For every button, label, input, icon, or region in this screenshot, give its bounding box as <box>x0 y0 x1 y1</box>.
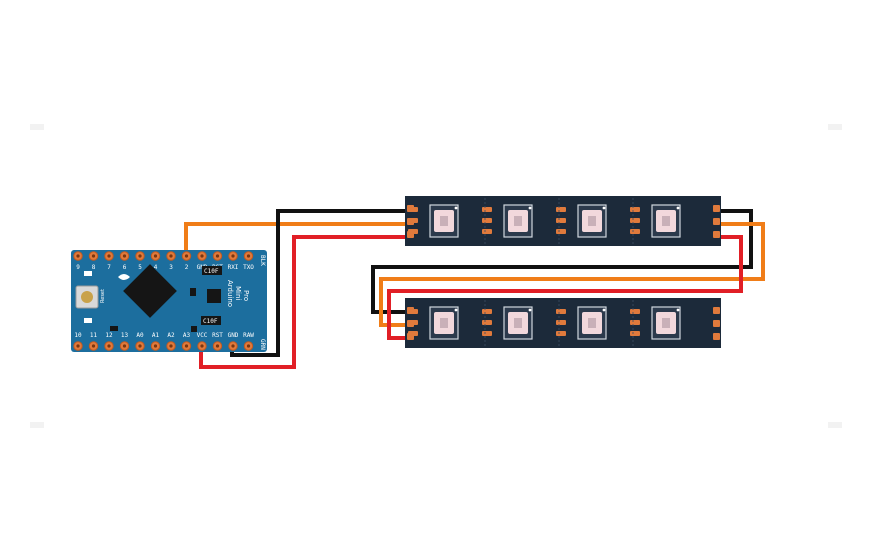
led-indicator-2 <box>84 318 92 323</box>
strip-resistor <box>482 309 492 314</box>
board-name-line2: Mini <box>234 286 242 300</box>
top-pin-row: 98765432GNDRSTRXITXO <box>73 251 254 271</box>
reset-label: Reset <box>100 289 106 303</box>
strip-resistor <box>556 218 566 223</box>
strip-resistor <box>556 331 566 336</box>
strip-output-pad[interactable] <box>713 320 720 327</box>
strip-resistor <box>482 218 492 223</box>
corner-marks <box>30 124 842 428</box>
top-pin-label: TXO <box>243 264 254 271</box>
wire-chain-red <box>387 235 743 340</box>
strip-resistor <box>482 229 492 234</box>
bottom-pin-label: GND <box>228 332 239 339</box>
chip-label-2: C10F <box>203 318 218 325</box>
top-pin-label: 7 <box>107 264 111 271</box>
board-name-line3: Pro <box>242 290 250 301</box>
board-name-line1: Arduino <box>226 280 234 307</box>
strip-resistor <box>630 229 640 234</box>
arduino-logo-icon <box>118 274 130 280</box>
strip-resistor <box>630 207 640 212</box>
strip-resistor <box>408 331 418 336</box>
led-strip-bottom <box>405 298 721 348</box>
smd-part-1 <box>190 288 196 296</box>
wire-power-red <box>199 235 412 369</box>
strip-resistor <box>482 320 492 325</box>
bottom-pin-row: 10 11 12 13 A0 A1 A2 A3 VCC RST GND RAW <box>73 332 254 351</box>
bottom-pin-label: RST <box>212 332 223 339</box>
strip-resistor <box>630 218 640 223</box>
strip-resistor <box>408 218 418 223</box>
strip-resistor <box>556 207 566 212</box>
smd-part-2 <box>110 326 118 331</box>
top-pin-label: 8 <box>92 264 96 271</box>
reset-button-cap <box>81 291 93 303</box>
led-indicator-1 <box>84 271 92 276</box>
wire-data-orange <box>184 222 412 260</box>
microcontroller-chip <box>123 264 177 318</box>
top-pin-label: 2 <box>185 264 189 271</box>
bottom-pin-label: A3 <box>183 332 191 339</box>
chip-label-1: C10F <box>204 268 219 275</box>
bottom-pin-label: 13 <box>121 332 129 339</box>
top-pin-label: 4 <box>154 264 158 271</box>
bottom-pin-label: 12 <box>105 332 113 339</box>
board-name: Arduino Mini Pro <box>226 280 250 307</box>
strip-resistor <box>630 331 640 336</box>
bottom-pin-label: A0 <box>136 332 144 339</box>
crystal <box>202 266 222 275</box>
strip-resistor <box>482 207 492 212</box>
side-label-top: BLK <box>259 255 266 266</box>
strip-resistor <box>408 229 418 234</box>
strip-resistor <box>556 320 566 325</box>
bottom-pin-label: A2 <box>167 332 175 339</box>
capacitor <box>201 316 221 325</box>
strip-output-pad[interactable] <box>713 333 720 340</box>
strip-resistor <box>630 320 640 325</box>
strip-resistor <box>482 331 492 336</box>
bottom-pin-label: 10 <box>74 332 82 339</box>
strip-output-pad[interactable] <box>713 205 720 212</box>
led-strip-top <box>405 196 721 246</box>
strip-resistor <box>556 309 566 314</box>
side-label-bottom: GRN <box>259 339 266 350</box>
top-pin-label: 5 <box>138 264 142 271</box>
strip-output-pad[interactable] <box>713 307 720 314</box>
strip-resistor <box>630 309 640 314</box>
strip-output-pad[interactable] <box>713 218 720 225</box>
arduino-pro-mini-board: 9 8 7 6 5 4 3 2GND RST RXI TXO 10 11 12 13 A0 A1 A2 A3 VCC… <box>71 250 267 352</box>
bottom-pin-label: A1 <box>152 332 160 339</box>
strip-resistor <box>408 320 418 325</box>
bottom-pin-label: RAW <box>243 332 254 339</box>
regulator <box>207 289 221 303</box>
wire-chain-orange <box>379 222 765 327</box>
bottom-pin-label: VCC <box>197 332 208 339</box>
strip-output-pad[interactable] <box>713 231 720 238</box>
strip-resistor <box>408 207 418 212</box>
top-pin-label: 9 <box>76 264 80 271</box>
smd-part-3 <box>191 326 197 332</box>
top-pin-label: RXI <box>228 264 239 271</box>
strip-resistor <box>408 309 418 314</box>
strip-resistor <box>556 229 566 234</box>
top-pin-label: 6 <box>123 264 127 271</box>
bottom-pin-label: 11 <box>90 332 98 339</box>
top-pin-label: 3 <box>169 264 173 271</box>
